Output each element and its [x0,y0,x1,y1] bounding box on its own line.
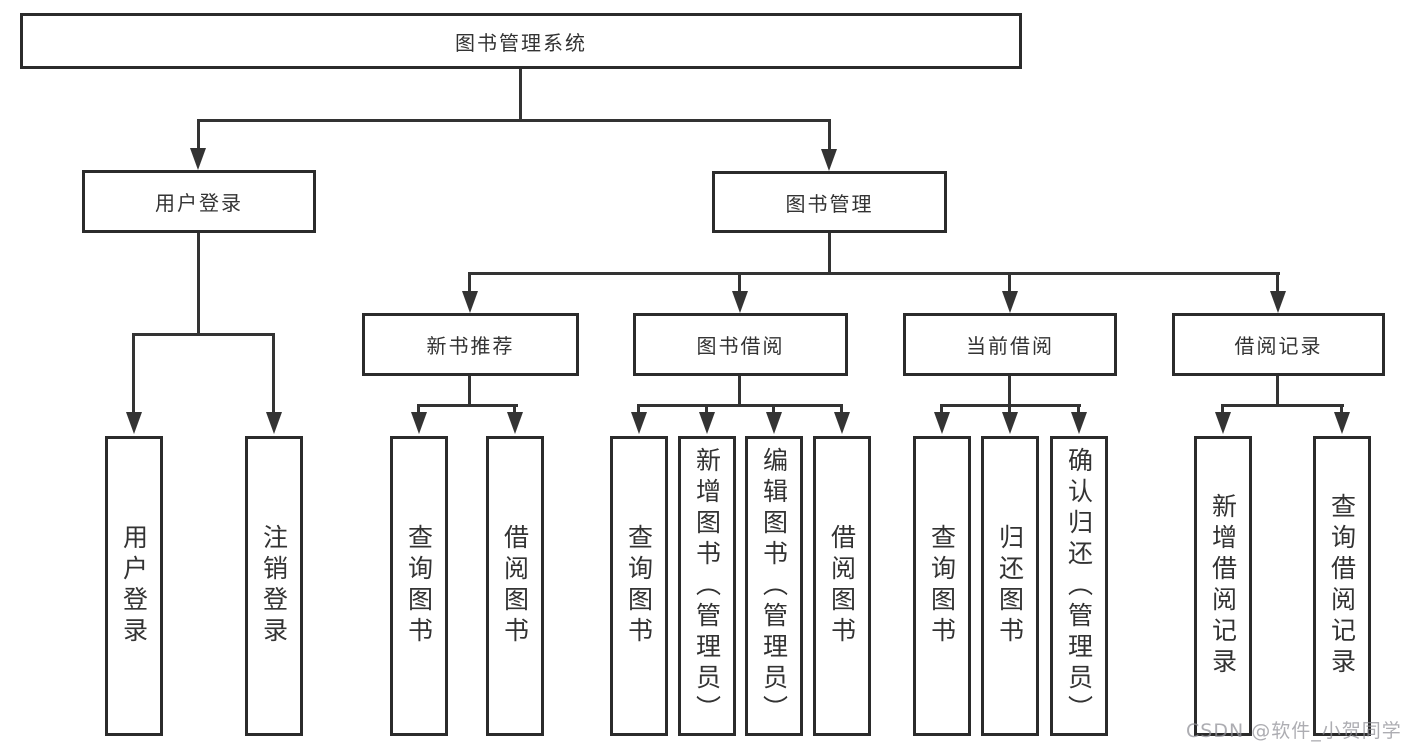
connector-line [1340,404,1343,414]
connector-line [197,119,200,150]
arrow-head [699,412,715,434]
connector-line [840,404,843,414]
arrow-head [821,149,837,171]
node-label: 图书借阅 [696,334,785,358]
node-label: 图书管理 [785,191,874,216]
connector-line [132,333,275,336]
connector-line [772,404,775,414]
node-label: 查询借阅记录 [1327,493,1357,679]
arrow-head [266,412,282,434]
arrow-head [631,412,647,434]
connector-line [1008,374,1011,407]
connector-line [637,404,843,407]
connector-line [637,404,640,414]
connector-line [417,404,420,414]
node-label: 新增图书（管理员） [692,446,722,726]
leaf-records-query-record: 查询借阅记录 [1313,436,1371,736]
leaf-recommend-query-book: 查询图书 [390,436,448,736]
leaf-borrowing-add-book-admin: 新增图书（管理员） [678,436,736,736]
arrow-head [507,412,523,434]
node-label: 借阅图书 [827,524,857,648]
node-label: 查询图书 [624,524,654,648]
leaf-borrowing-borrow-book: 借阅图书 [813,436,871,736]
connector-line [828,119,831,150]
node-label: 借阅图书 [500,524,530,648]
leaf-borrowing-query-book: 查询图书 [610,436,668,736]
connector-line [940,404,943,414]
leaf-user-login: 用户登录 [105,436,163,736]
arrow-head [1071,412,1087,434]
arrow-head [1270,291,1286,313]
arrow-head [462,291,478,313]
connector-line [468,272,471,291]
arrow-head [126,412,142,434]
connector-line [132,333,135,412]
connector-line [1077,404,1080,414]
leaf-logout: 注销登录 [245,436,303,736]
connector-line [738,272,741,291]
connector-line [738,374,741,407]
leaf-borrowing-edit-book-admin: 编辑图书（管理员） [745,436,803,736]
connector-line [1221,404,1224,414]
arrow-head [834,412,850,434]
leaf-current-query-book: 查询图书 [913,436,971,736]
node-label: 确认归还（管理员） [1064,446,1094,726]
connector-line [272,333,275,412]
connector-line [1008,404,1011,414]
node-label: 新书推荐 [426,334,515,358]
node-label: 用户登录 [119,524,149,648]
node-label: 查询图书 [404,524,434,648]
connector-line [1008,272,1011,291]
connector-line [197,231,200,335]
connector-line [705,404,708,414]
connector-line [828,231,831,275]
node-new-book-recommend: 新书推荐 [362,313,579,376]
node-label: 新增借阅记录 [1208,493,1238,679]
arrow-head [1002,412,1018,434]
arrow-head [1334,412,1350,434]
node-current-borrowing: 当前借阅 [903,313,1117,376]
connector-line [417,404,518,407]
node-label: 用户登录 [155,191,243,215]
node-borrowing-records: 借阅记录 [1172,313,1385,376]
connector-line [1276,272,1279,291]
connector-line [468,272,1280,275]
arrow-head [766,412,782,434]
node-label: 借阅记录 [1234,334,1323,358]
connector-line [197,119,831,122]
csdn-watermark: CSDN @软件_小贺同学 [1186,720,1402,742]
node-label: 注销登录 [259,524,289,648]
connector-line [513,404,516,414]
arrow-head [1215,412,1231,434]
connector-line [519,69,522,121]
connector-line [468,374,471,407]
node-label: 编辑图书（管理员） [759,446,789,726]
node-book-management: 图书管理 [712,171,947,233]
node-book-borrowing: 图书借阅 [633,313,848,376]
node-label: 归还图书 [995,524,1025,648]
node-label: 查询图书 [927,524,957,648]
node-label: 图书管理系统 [455,30,587,55]
connector-line [1276,374,1279,407]
leaf-current-confirm-return-admin: 确认归还（管理员） [1050,436,1108,736]
arrow-head [1002,291,1018,313]
connector-line [1221,404,1344,407]
leaf-records-add-record: 新增借阅记录 [1194,436,1252,736]
arrow-head [732,291,748,313]
arrow-head [411,412,427,434]
arrow-head [934,412,950,434]
node-user-login: 用户登录 [82,170,316,233]
leaf-recommend-borrow-book: 借阅图书 [486,436,544,736]
node-label: 当前借阅 [966,334,1054,358]
arrow-head [190,148,206,170]
node-root-library-system: 图书管理系统 [20,13,1022,69]
leaf-current-return-book: 归还图书 [981,436,1039,736]
